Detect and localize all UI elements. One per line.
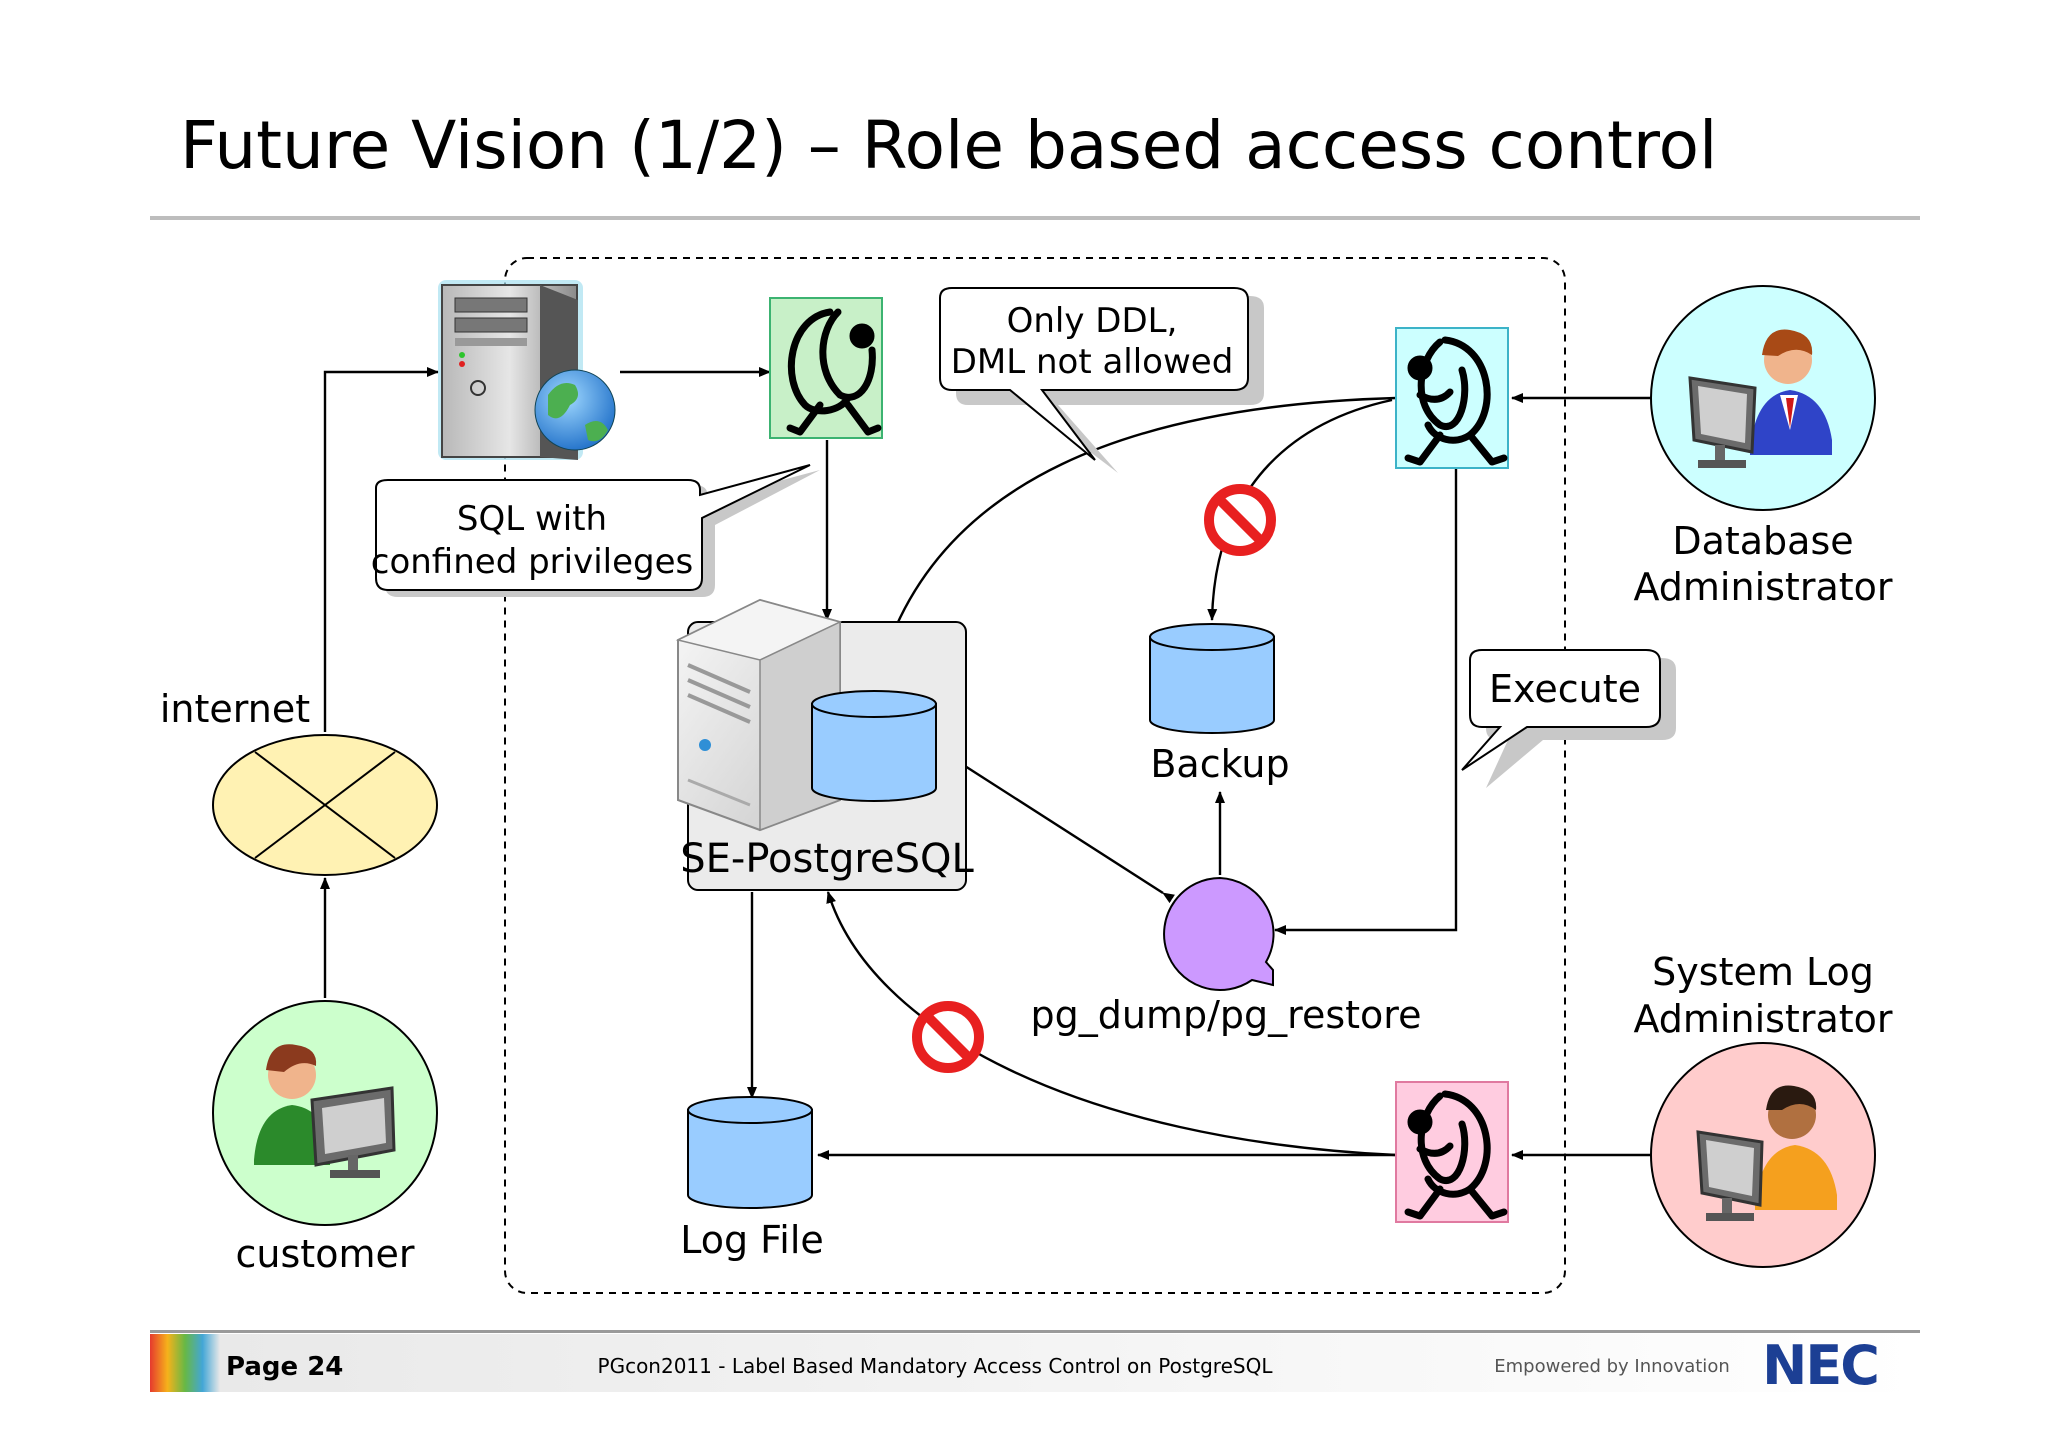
dba-label-line2: Administrator <box>1633 565 1892 609</box>
edge-dbadaemon-db <box>872 396 1397 691</box>
user-at-computer-icon <box>254 1044 396 1178</box>
backup-label: Backup <box>1150 742 1289 786</box>
nec-logo: NEC <box>1762 1334 1878 1397</box>
footer-page-number: Page 24 <box>226 1352 343 1382</box>
log-daemon <box>1395 1081 1509 1223</box>
web-daemon <box>769 297 883 439</box>
footer-bar <box>150 1334 1920 1392</box>
dba-label-line1: Database <box>1672 519 1853 563</box>
dba-node <box>1650 285 1876 511</box>
edge-dbadaemon-backup <box>1207 398 1393 621</box>
security-boundary <box>504 257 1566 1294</box>
pgdump-process <box>1163 876 1275 991</box>
callout-execute-text: Execute <box>1489 667 1641 711</box>
edge-dbadaemon-pgdump <box>1274 468 1458 935</box>
daemon-character-icon <box>1404 336 1508 466</box>
callout-ddl-line1: Only DDL, <box>1007 301 1178 341</box>
logfile-label: Log File <box>680 1218 824 1262</box>
callout-execute <box>1461 649 1676 788</box>
connectors <box>320 367 1652 1160</box>
sepg-label: SE-PostgreSQL <box>680 836 974 882</box>
syslog-label-line1: System Log <box>1652 950 1874 994</box>
footer-rainbow <box>150 1334 220 1392</box>
user-at-computer-icon <box>1688 329 1832 468</box>
syslog-node <box>1650 1042 1876 1268</box>
no-entry-icon <box>1204 484 1276 556</box>
callout-sql <box>375 464 820 597</box>
web-server-icon <box>438 280 616 460</box>
footer-divider <box>150 1330 1920 1333</box>
sepg-node <box>675 598 967 891</box>
customer-label: customer <box>236 1232 415 1276</box>
user-at-computer-icon <box>1696 1085 1837 1221</box>
pgdump-label: pg_dump/pg_restore <box>1031 993 1422 1037</box>
syslog-label-line2: Administrator <box>1633 997 1892 1041</box>
callout-ddl-line2: DML not allowed <box>951 342 1234 382</box>
footer-center-text: PGcon2011 - Label Based Mandatory Access… <box>598 1354 1274 1378</box>
internet-label: internet <box>160 687 310 731</box>
callout-sql-line1: SQL with <box>457 499 607 539</box>
callout-sql-line2: confined privileges <box>371 542 693 582</box>
no-entry-icon <box>912 1001 984 1073</box>
logfile-database <box>687 1096 813 1209</box>
edge-logdaemon-sepg <box>826 891 1397 1157</box>
sepg-database <box>811 690 937 802</box>
backup-database <box>1149 623 1275 734</box>
callout-ddl <box>939 287 1264 473</box>
daemon-character-icon <box>786 308 882 436</box>
footer-tagline: Empowered by Innovation <box>1494 1356 1729 1377</box>
edge-pgdump-db <box>939 748 1175 904</box>
slide-title: Future Vision (1/2) – Role based access … <box>180 107 1717 184</box>
dba-daemon <box>1395 327 1509 469</box>
edge-internet-webserver <box>323 367 439 732</box>
daemon-character-icon <box>1404 1090 1508 1220</box>
internet-node <box>212 734 438 876</box>
customer-node <box>212 1000 438 1226</box>
title-divider <box>150 216 1920 220</box>
